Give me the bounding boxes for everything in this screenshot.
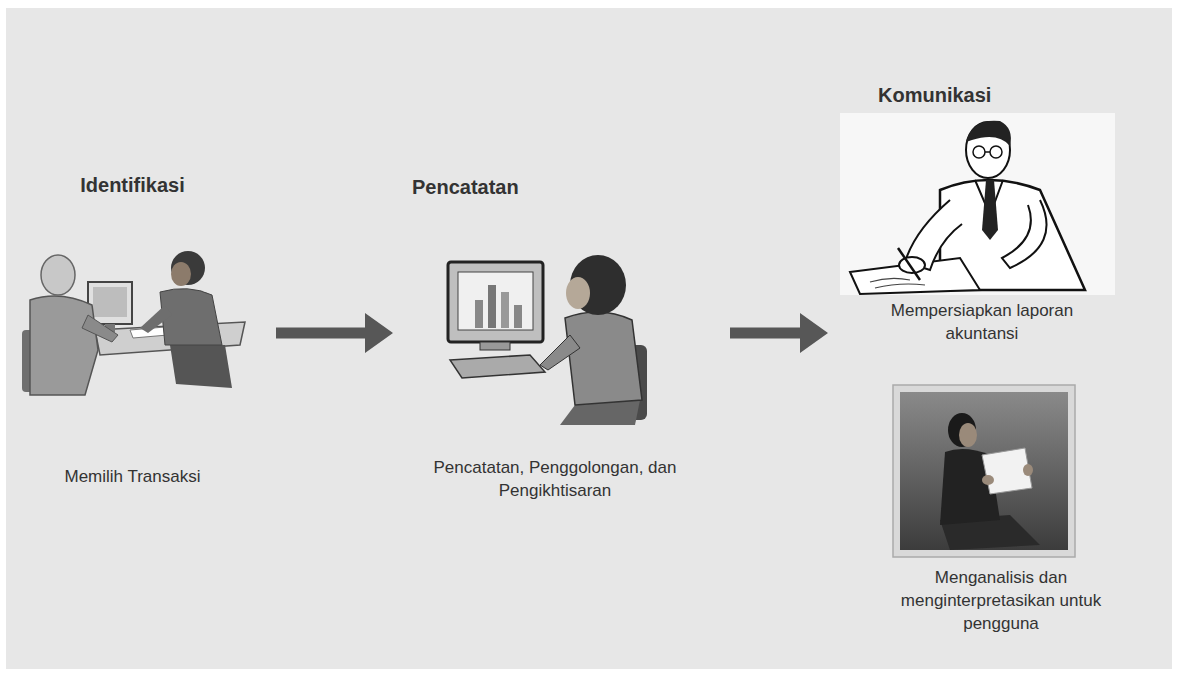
computer-illustration-part bbox=[450, 355, 545, 378]
meeting-illustration-part bbox=[171, 251, 205, 285]
stage-heading: Identifikasi bbox=[15, 173, 250, 197]
computer-illustration-part bbox=[540, 335, 580, 370]
computer-illustration-part bbox=[448, 262, 543, 342]
computer-illustration-part bbox=[480, 342, 510, 350]
writing-illustration-part bbox=[1002, 200, 1047, 268]
meeting-illustration-part bbox=[41, 255, 75, 295]
meeting-illustration bbox=[22, 251, 245, 395]
writing-illustration-part bbox=[840, 113, 1115, 295]
stage-group: IdentifikasiMemilih Transaksi bbox=[15, 165, 256, 505]
meeting-illustration-part bbox=[88, 282, 132, 324]
writing-illustration-part bbox=[973, 146, 985, 158]
reading-illustration-part bbox=[900, 392, 1068, 550]
writing-illustration-part bbox=[966, 121, 1011, 146]
writing-illustration-part bbox=[850, 258, 980, 294]
writing-illustration-part bbox=[985, 151, 990, 153]
reading-illustration-part bbox=[982, 475, 994, 485]
reading-illustration-part bbox=[893, 385, 1075, 557]
meeting-illustration-part bbox=[82, 315, 118, 342]
stage-caption: Pencatatan, Penggolongan, dan Pengikhtis… bbox=[410, 457, 700, 503]
activity-box: Mempersiapkan laporan akuntansi bbox=[835, 105, 1130, 360]
stage-group: KomunikasiMempersiapkan laporan akuntans… bbox=[830, 75, 1165, 650]
reading-illustration-part bbox=[959, 423, 977, 447]
writing-illustration-part bbox=[990, 146, 1002, 158]
computer-illustration-part bbox=[565, 312, 642, 405]
meeting-illustration-part bbox=[30, 296, 98, 395]
meeting-illustration-part bbox=[140, 305, 172, 333]
writing-illustration-part bbox=[898, 248, 920, 280]
reading-illustration bbox=[893, 385, 1075, 557]
activity-box: Menganalisis dan menginterpretasikan unt… bbox=[840, 378, 1162, 643]
computer-illustration-part bbox=[488, 285, 496, 328]
stage-group: PencatatanPencatatan, Penggolongan, dan … bbox=[395, 165, 715, 510]
computer-illustration-part bbox=[458, 272, 533, 330]
reading-illustration-part bbox=[1023, 464, 1033, 476]
computer-illustration bbox=[448, 255, 647, 425]
computer-illustration-part bbox=[501, 292, 509, 328]
activity-caption: Menganalisis dan menginterpretasikan unt… bbox=[881, 567, 1121, 636]
computer-illustration-part bbox=[475, 300, 483, 328]
writing-illustration bbox=[840, 113, 1115, 295]
meeting-illustration-part bbox=[171, 262, 191, 286]
computer-illustration-part bbox=[514, 305, 522, 328]
reading-illustration-part bbox=[948, 413, 976, 447]
flow-arrow bbox=[730, 313, 828, 353]
activity-caption: Mempersiapkan laporan akuntansi bbox=[862, 300, 1102, 346]
reading-illustration-part bbox=[982, 448, 1032, 494]
writing-illustration-part bbox=[870, 278, 925, 288]
stage-heading: Komunikasi bbox=[878, 83, 1078, 107]
meeting-illustration-part bbox=[170, 345, 232, 388]
computer-illustration-part bbox=[566, 277, 590, 309]
stage-caption: Memilih Transaksi bbox=[15, 466, 250, 489]
meeting-illustration-part bbox=[93, 287, 127, 317]
panel-ground bbox=[6, 8, 1172, 669]
flow-arrow bbox=[276, 313, 393, 353]
stage-heading: Pencatatan bbox=[412, 175, 612, 199]
writing-illustration-part bbox=[982, 180, 998, 240]
writing-illustration-part bbox=[899, 257, 925, 273]
